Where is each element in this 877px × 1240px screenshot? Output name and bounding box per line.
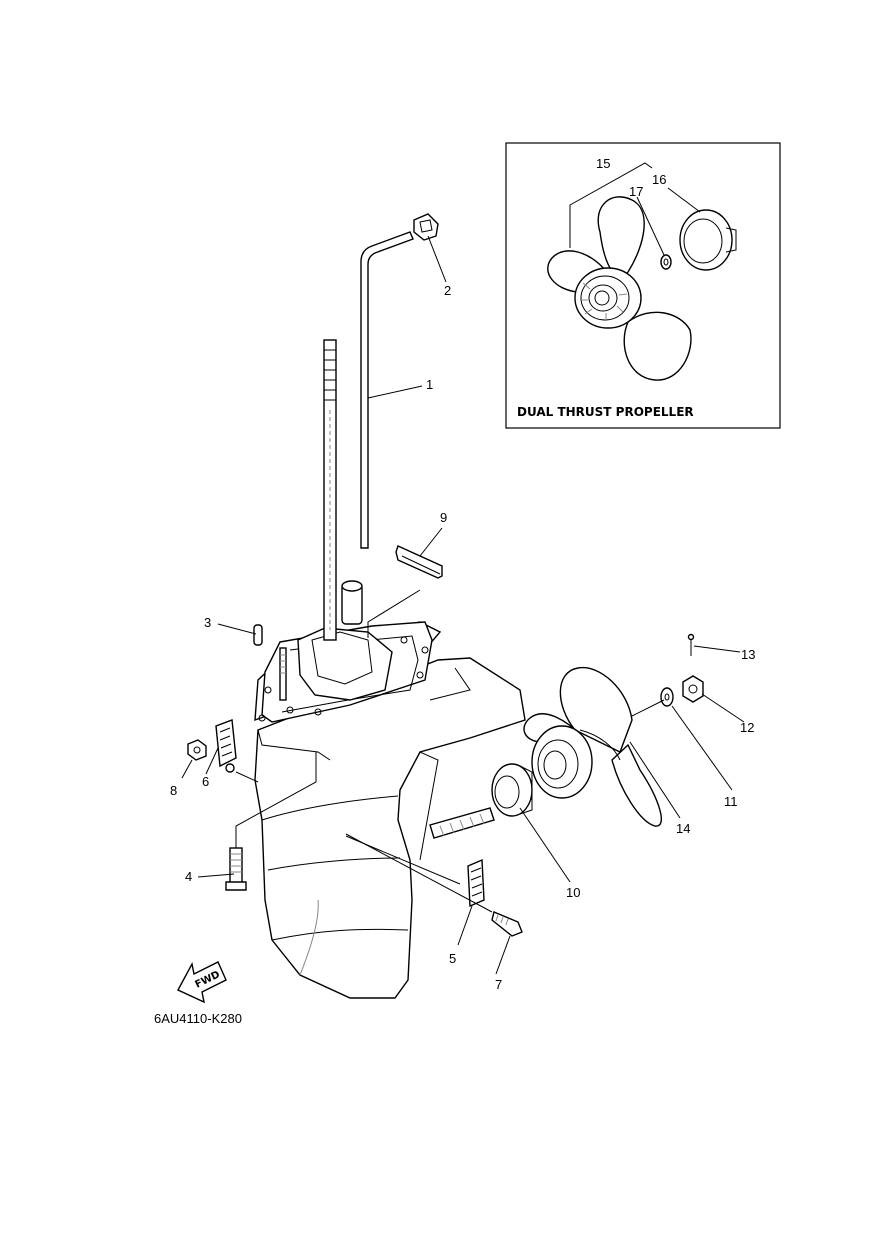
callout-7: 7 bbox=[495, 977, 502, 992]
leader-lines bbox=[181, 235, 745, 975]
lower-unit-drawing: FWD bbox=[177, 213, 704, 1004]
callout-12: 12 bbox=[740, 720, 754, 735]
callout-14: 14 bbox=[676, 821, 690, 836]
callout-10: 10 bbox=[566, 885, 580, 900]
callout-3: 3 bbox=[204, 615, 211, 630]
callout-16: 16 bbox=[652, 172, 666, 187]
drawing-code: 6AU4110-K280 bbox=[154, 1011, 242, 1026]
inset-propeller-drawing bbox=[547, 196, 737, 381]
callout-8: 8 bbox=[170, 783, 177, 798]
callout-5: 5 bbox=[449, 951, 456, 966]
callout-15: 15 bbox=[596, 156, 610, 171]
callout-13: 13 bbox=[741, 647, 755, 662]
propeller-14-drawing bbox=[523, 666, 663, 827]
callout-9: 9 bbox=[440, 510, 447, 525]
callout-11: 11 bbox=[724, 794, 738, 809]
callout-6: 6 bbox=[202, 774, 209, 789]
callout-17: 17 bbox=[629, 184, 643, 199]
callout-1: 1 bbox=[426, 377, 433, 392]
inset-title: DUAL THRUST PROPELLER bbox=[517, 405, 694, 419]
callouts: 1 2 3 4 5 6 7 8 9 10 11 12 13 14 bbox=[170, 283, 755, 992]
fwd-arrow: FWD bbox=[177, 961, 227, 1004]
callout-4: 4 bbox=[185, 869, 192, 884]
callout-2: 2 bbox=[444, 283, 451, 298]
inset-panel: 15 16 17 DUAL THRUST PROPELLER bbox=[505, 142, 781, 429]
